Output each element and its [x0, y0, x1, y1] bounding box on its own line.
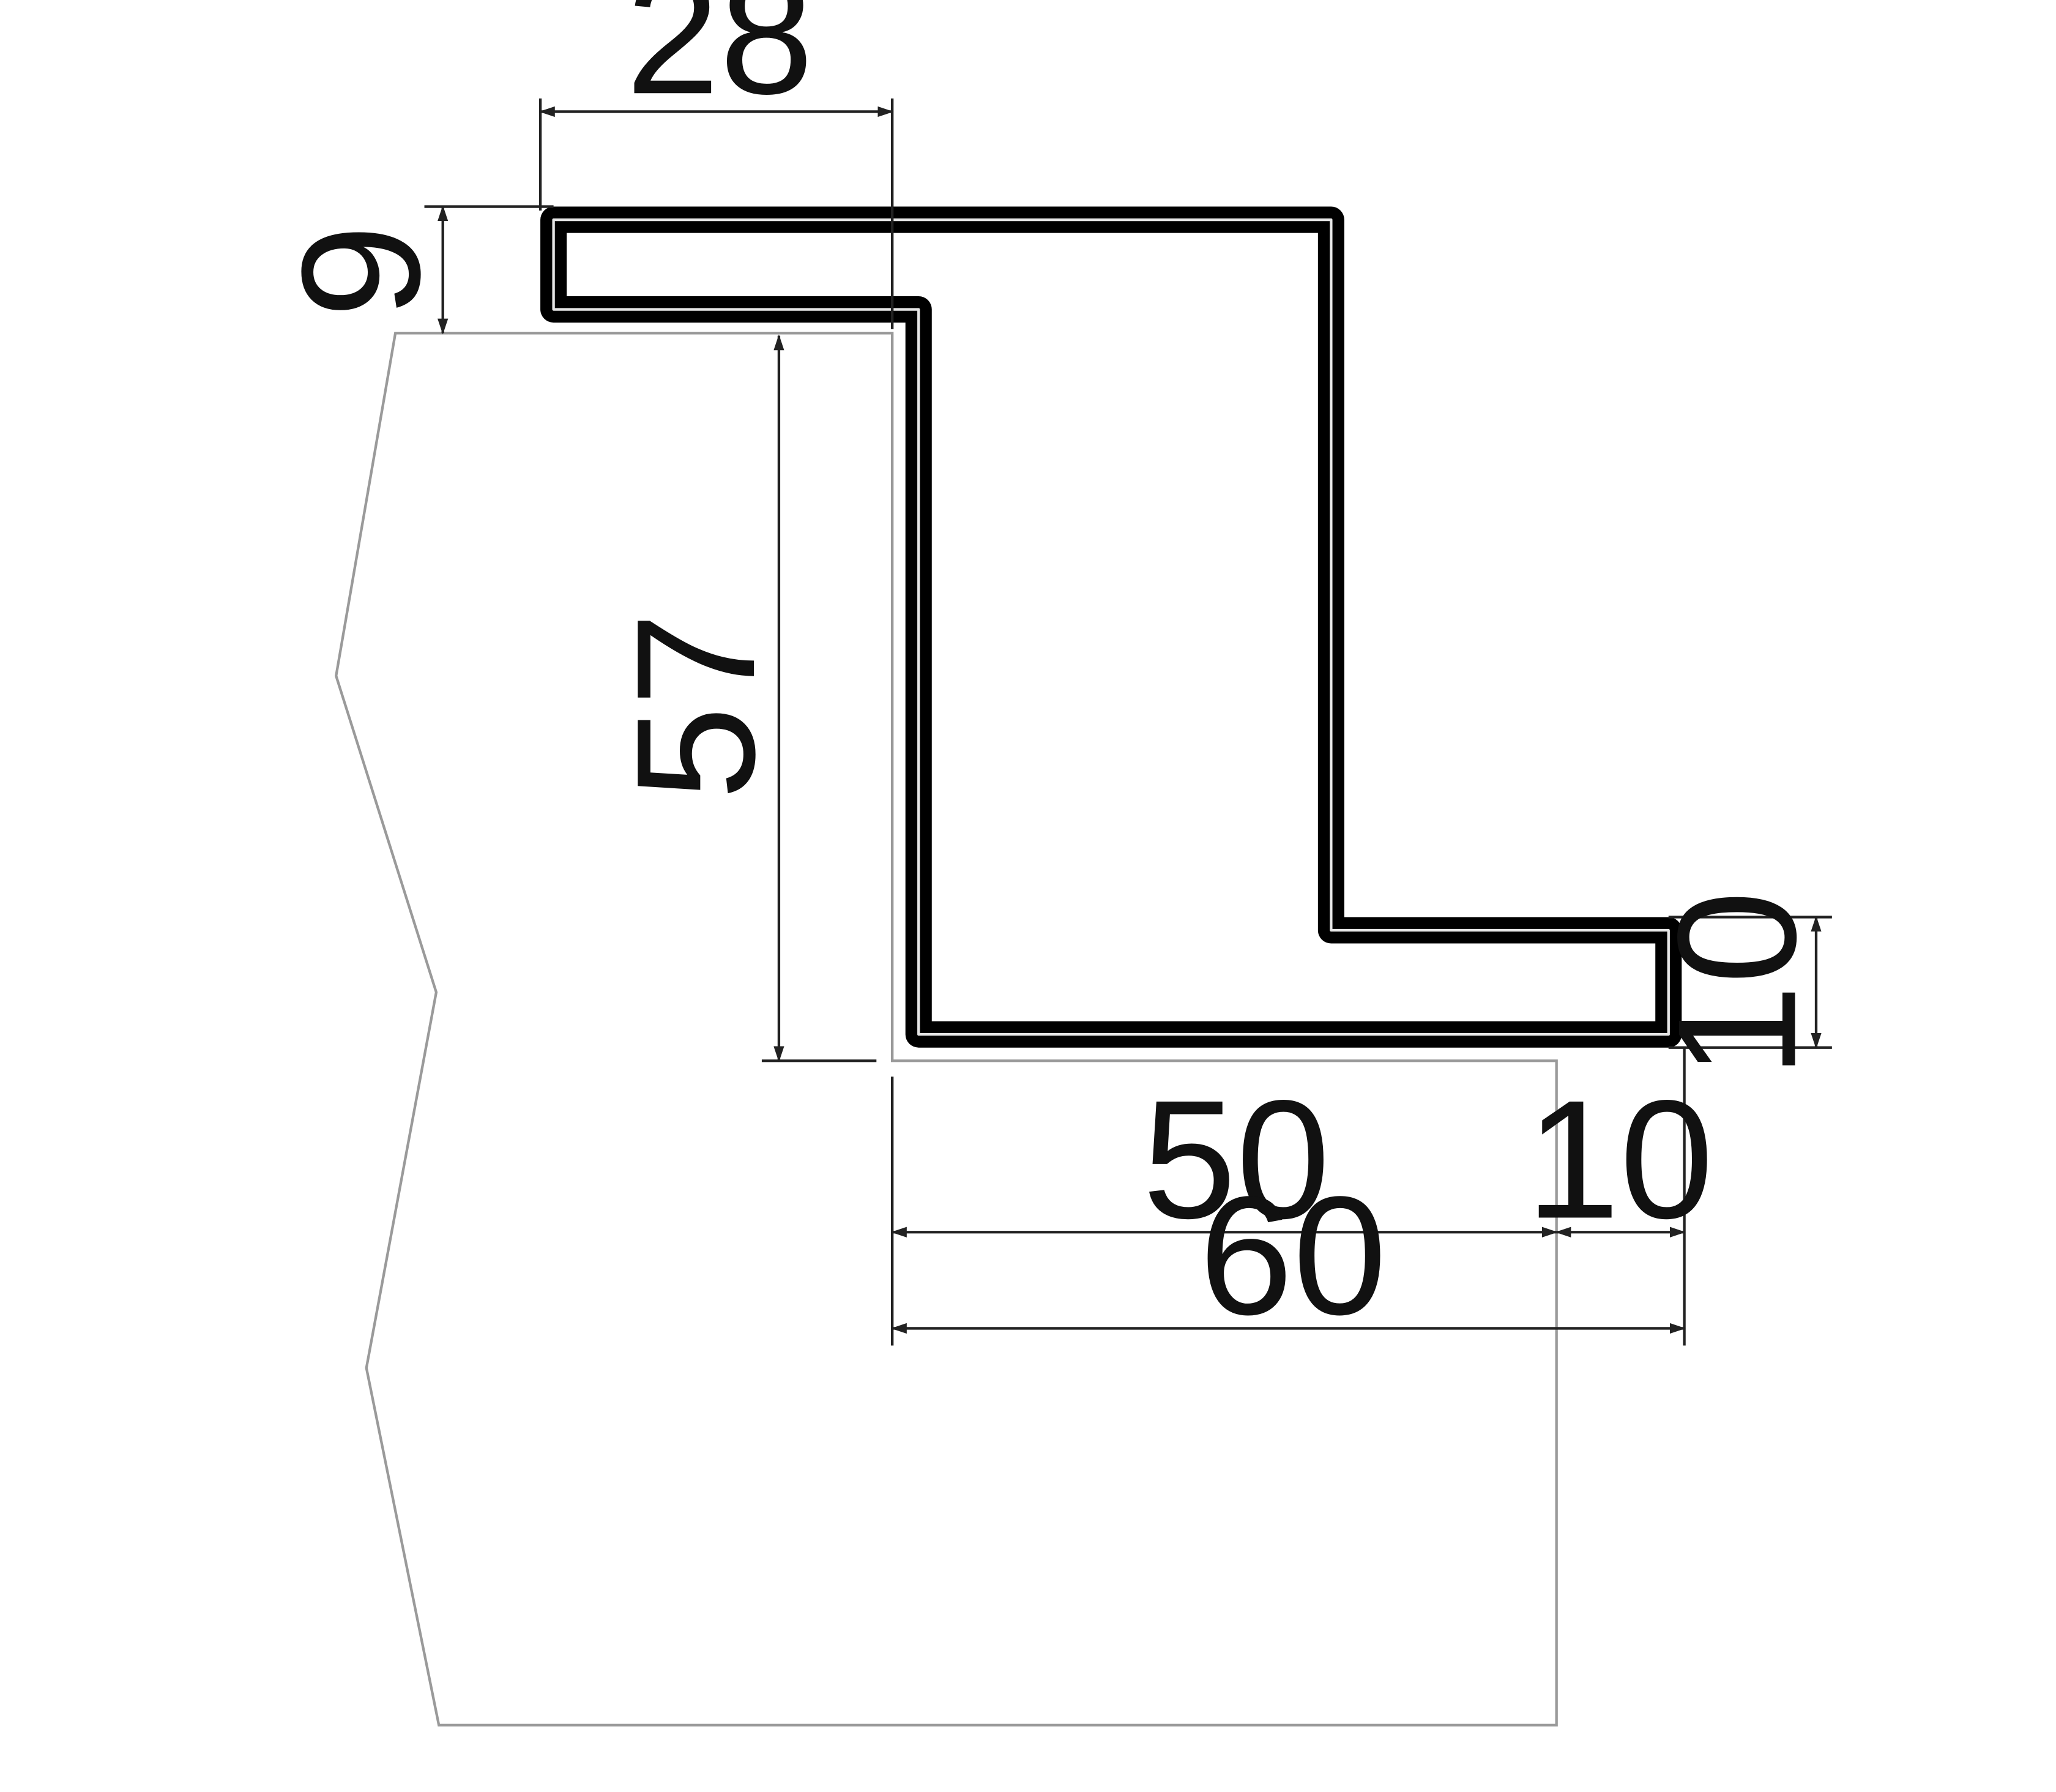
z-profile-inner-highlight: [552, 218, 1670, 1036]
dimension-label-top-height: 9: [267, 224, 455, 318]
dimension-bottom-widths: 50 10 60: [891, 1047, 1714, 1350]
dimension-label-top-width: 28: [626, 0, 814, 129]
dimension-label-right-height: 10: [1643, 890, 1831, 1078]
dimension-top-height: 9: [267, 205, 554, 335]
dimension-right-height: 10: [1643, 890, 1832, 1078]
dimension-web-height: 57: [602, 334, 877, 1062]
dimension-label-total-width: 60: [1199, 1162, 1387, 1350]
dimension-top-width: 28: [538, 0, 894, 329]
substrate-outline: [335, 332, 1558, 1727]
dimension-label-web-height: 57: [602, 613, 790, 801]
dimension-label-bottom-offset: 10: [1526, 1066, 1714, 1254]
dimension-label-bottom-width: 50: [1142, 1066, 1330, 1254]
